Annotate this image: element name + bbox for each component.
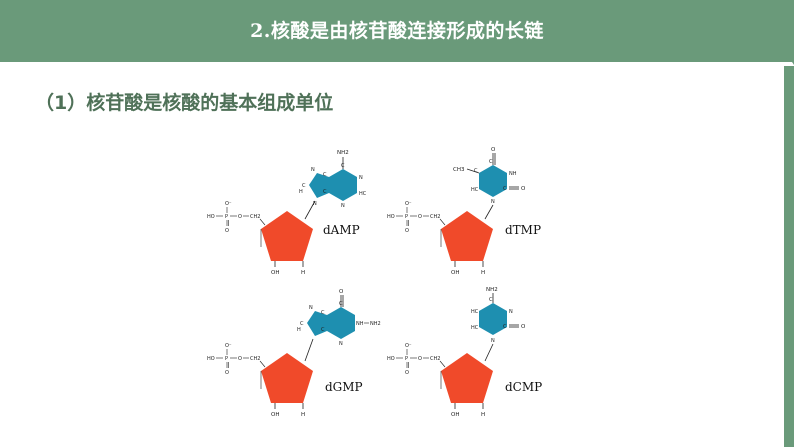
section-title: （1）核苷酸是核酸的基本组成单位 xyxy=(35,92,334,114)
dtmp-phosphate-o-minus: O⁻ xyxy=(405,201,412,207)
dcmp-base-ring xyxy=(479,303,507,335)
dtmp-atom-o2: O xyxy=(521,186,526,192)
dgmp-atom-nh: NH xyxy=(356,321,364,327)
dcmp-sugar-h: H xyxy=(481,412,485,418)
dcmp-atom: C xyxy=(503,324,507,330)
dgmp-sugar-h: H xyxy=(301,412,305,418)
damp-atom-nh2: NH2 xyxy=(337,150,349,156)
dgmp-phosphate-o-minus: O⁻ xyxy=(225,343,232,349)
dcmp-phosphate-p: P xyxy=(405,356,408,362)
dgmp-atom: C xyxy=(321,310,325,316)
damp-phosphate-o-double: O xyxy=(225,228,229,234)
dgmp-sugar-oh: OH xyxy=(271,412,279,418)
molecule-dcmp: NH2 C N HC C O HC N OH H O⁻ HO P O CH2 O… xyxy=(385,285,575,425)
damp-phosphate-ho: HO xyxy=(207,214,215,220)
dgmp-atom: C xyxy=(300,321,304,327)
dcmp-label: dCMP xyxy=(505,380,543,394)
header-bar xyxy=(0,0,794,62)
damp-phosphate-p: P xyxy=(225,214,228,220)
dgmp-atom: C xyxy=(321,327,325,333)
damp-atom: C xyxy=(323,189,327,195)
dtmp-atom: C xyxy=(474,168,478,174)
dcmp-phosphate-o-double: O xyxy=(405,370,409,376)
damp-base-ring-5 xyxy=(309,173,329,198)
dtmp-atom-ch3: CH3 xyxy=(453,167,465,173)
dcmp-sugar-pentagon xyxy=(441,353,493,403)
dtmp-phosphate-o: O xyxy=(418,214,422,220)
dcmp-atom: HC xyxy=(471,309,479,315)
dtmp-sugar-pentagon xyxy=(441,211,493,261)
damp-structure: NH2 C N HC N C C N C H N OH H O⁻ HO P O … xyxy=(207,150,367,276)
damp-atom: C xyxy=(302,183,306,189)
dcmp-sugar-oh: OH xyxy=(451,412,459,418)
dgmp-atom: N xyxy=(339,341,343,347)
dcmp-atom: C xyxy=(489,297,493,303)
damp-atom: N xyxy=(313,201,317,207)
dcmp-atom-o: O xyxy=(521,324,526,330)
dtmp-base-ring xyxy=(479,165,507,197)
dtmp-phosphate-o-double: O xyxy=(405,228,409,234)
dcmp-structure: NH2 C N HC C O HC N OH H O⁻ HO P O CH2 O xyxy=(387,287,526,418)
page-title: 2.核酸是由核苷酸连接形成的长链 xyxy=(250,20,544,42)
dgmp-atom: H xyxy=(297,327,301,333)
dgmp-base-ring-6 xyxy=(327,307,355,339)
dtmp-phosphate-p: P xyxy=(405,214,408,220)
dgmp-phosphate-ch2: CH2 xyxy=(250,356,260,362)
dcmp-phosphate-ch2: CH2 xyxy=(430,356,440,362)
dtmp-atom: C xyxy=(489,159,493,165)
dgmp-phosphate-p: P xyxy=(225,356,228,362)
damp-atom: HC xyxy=(359,191,367,197)
dtmp-phosphate-ch2: CH2 xyxy=(430,214,440,220)
dtmp-structure: O CH3 C C NH HC C O N OH H O⁻ HO P O CH2… xyxy=(387,147,526,276)
dgmp-atom: C xyxy=(339,301,343,307)
dtmp-atom: NH xyxy=(509,171,517,177)
dtmp-label: dTMP xyxy=(505,223,542,237)
dtmp-atom: HC xyxy=(471,187,479,193)
damp-atom: H xyxy=(299,189,303,195)
damp-label: dAMP xyxy=(323,223,360,237)
dcmp-phosphate-o-minus: O⁻ xyxy=(405,343,412,349)
dtmp-sugar-h: H xyxy=(481,270,485,276)
damp-phosphate-o-minus: O⁻ xyxy=(225,201,232,207)
damp-base-ring-6 xyxy=(329,169,357,201)
dgmp-atom-nh2: NH2 xyxy=(370,321,381,327)
damp-atom: N xyxy=(311,167,315,173)
damp-atom: C xyxy=(323,172,327,178)
damp-sugar-pentagon xyxy=(261,211,313,261)
dgmp-phosphate-o: O xyxy=(238,356,242,362)
damp-phosphate-ch2: CH2 xyxy=(250,214,260,220)
dcmp-phosphate-o: O xyxy=(418,356,422,362)
molecule-damp: NH2 C N HC N C C N C H N OH H O⁻ HO P O … xyxy=(205,143,395,283)
dtmp-atom-o: O xyxy=(491,147,496,153)
dtmp-phosphate-ho: HO xyxy=(387,214,395,220)
damp-atom: C xyxy=(341,163,345,169)
dtmp-atom-n: N xyxy=(491,199,495,205)
molecule-dgmp: O C NH NH2 N C C N C H OH H O⁻ HO P O CH… xyxy=(205,285,395,425)
dgmp-structure: O C NH NH2 N C C N C H OH H O⁻ HO P O CH… xyxy=(207,289,381,418)
dcmp-atom: HC xyxy=(471,325,479,331)
dtmp-atom: C xyxy=(503,186,507,192)
dcmp-atom: N xyxy=(509,309,513,315)
damp-atom: N xyxy=(359,175,363,181)
molecule-dtmp: O CH3 C C NH HC C O N OH H O⁻ HO P O CH2… xyxy=(385,143,575,283)
dtmp-sugar-oh: OH xyxy=(451,270,459,276)
dgmp-atom-o: O xyxy=(339,289,344,295)
damp-sugar-h: H xyxy=(301,270,305,276)
dgmp-phosphate-o-double: O xyxy=(225,370,229,376)
dcmp-phosphate-ho: HO xyxy=(387,356,395,362)
side-accent-bar xyxy=(784,66,794,447)
dgmp-phosphate-ho: HO xyxy=(207,356,215,362)
damp-phosphate-o: O xyxy=(238,214,242,220)
dgmp-atom: N xyxy=(309,305,313,311)
dgmp-label: dGMP xyxy=(325,380,363,394)
dgmp-sugar-pentagon xyxy=(261,353,313,403)
damp-atom: N xyxy=(341,203,345,209)
dcmp-atom-n: N xyxy=(491,338,495,344)
dgmp-base-ring-5 xyxy=(307,311,327,336)
dcmp-atom-nh2: NH2 xyxy=(486,287,498,293)
damp-sugar-oh: OH xyxy=(271,270,279,276)
